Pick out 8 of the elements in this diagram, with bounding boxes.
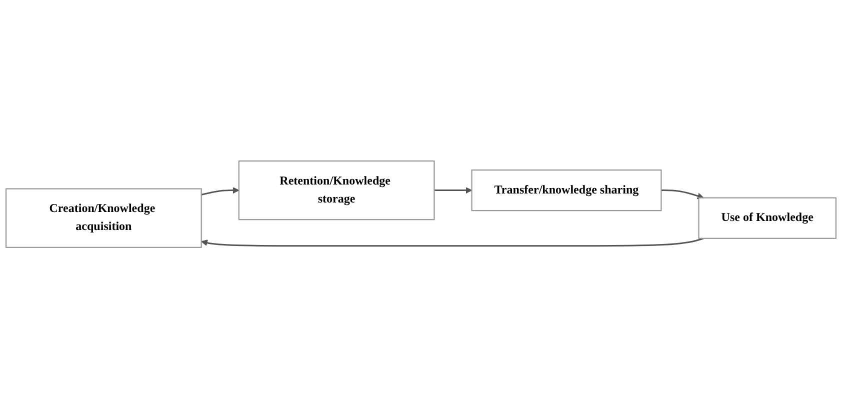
arrow bbox=[201, 237, 704, 246]
node-box: Creation/Knowledge acquisition bbox=[5, 188, 202, 248]
node-box: Use of Knowledge bbox=[698, 197, 837, 239]
arrow bbox=[201, 186, 240, 196]
arrow bbox=[661, 189, 704, 199]
arrow bbox=[434, 186, 472, 194]
node-box: Retention/Knowledge storage bbox=[238, 160, 435, 220]
node-box: Transfer/knowledge sharing bbox=[471, 169, 662, 211]
